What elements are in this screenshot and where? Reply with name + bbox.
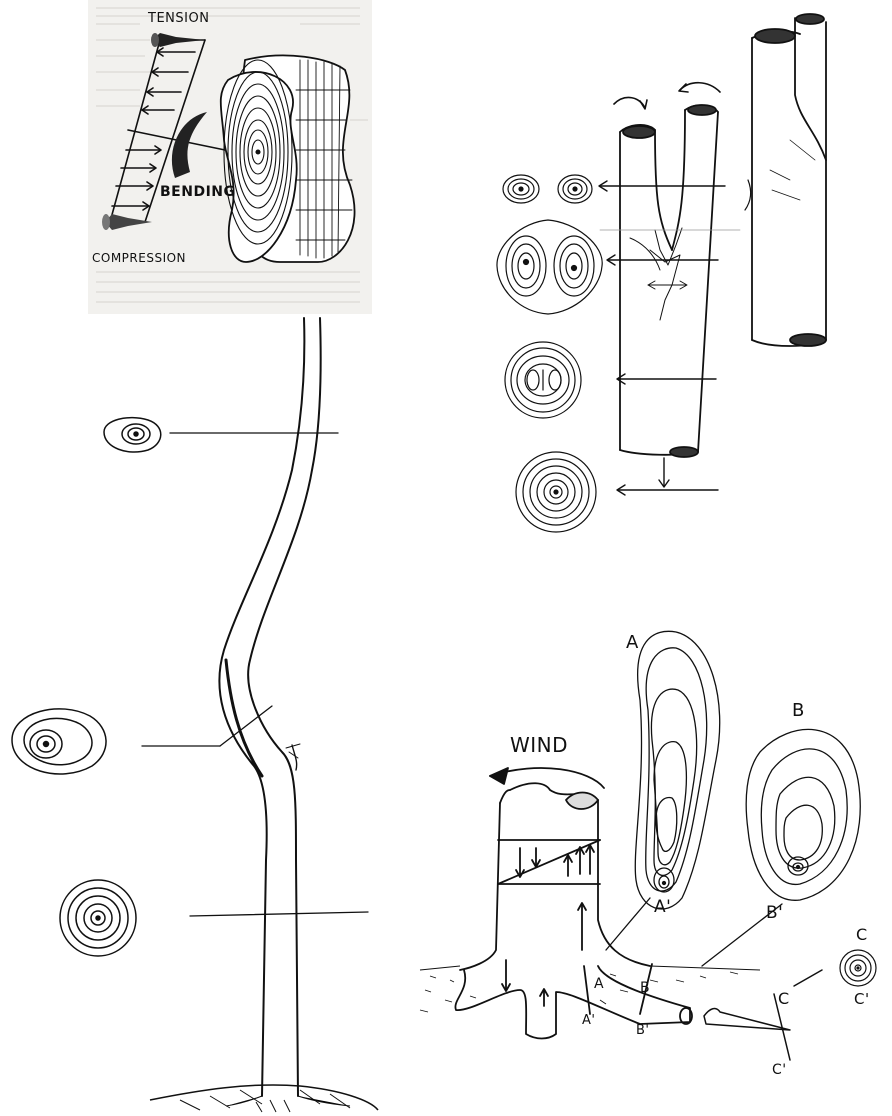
root-section-b <box>702 729 860 966</box>
label-b-prime-section: B' <box>766 903 783 923</box>
label-a-top: A <box>626 632 639 653</box>
soil-texture <box>420 966 760 1012</box>
label-c-top: C <box>856 925 868 944</box>
label-b-prime-root: B' <box>636 1023 650 1038</box>
root-section-c-line <box>704 970 822 1060</box>
label-c-prime-section: C' <box>854 990 870 1008</box>
label-a-root: A <box>594 976 604 992</box>
label-b-root: B <box>640 980 650 996</box>
root-section-c <box>840 950 876 986</box>
wind-label: WIND <box>510 733 568 757</box>
label-a-prime-root: A' <box>582 1013 595 1028</box>
label-c-prime-root: C' <box>772 1062 787 1078</box>
label-a-prime-section: A' <box>654 897 671 917</box>
wind-arrow <box>490 768 604 788</box>
label-c-root: C <box>778 989 790 1008</box>
label-b-top: B <box>792 700 805 721</box>
